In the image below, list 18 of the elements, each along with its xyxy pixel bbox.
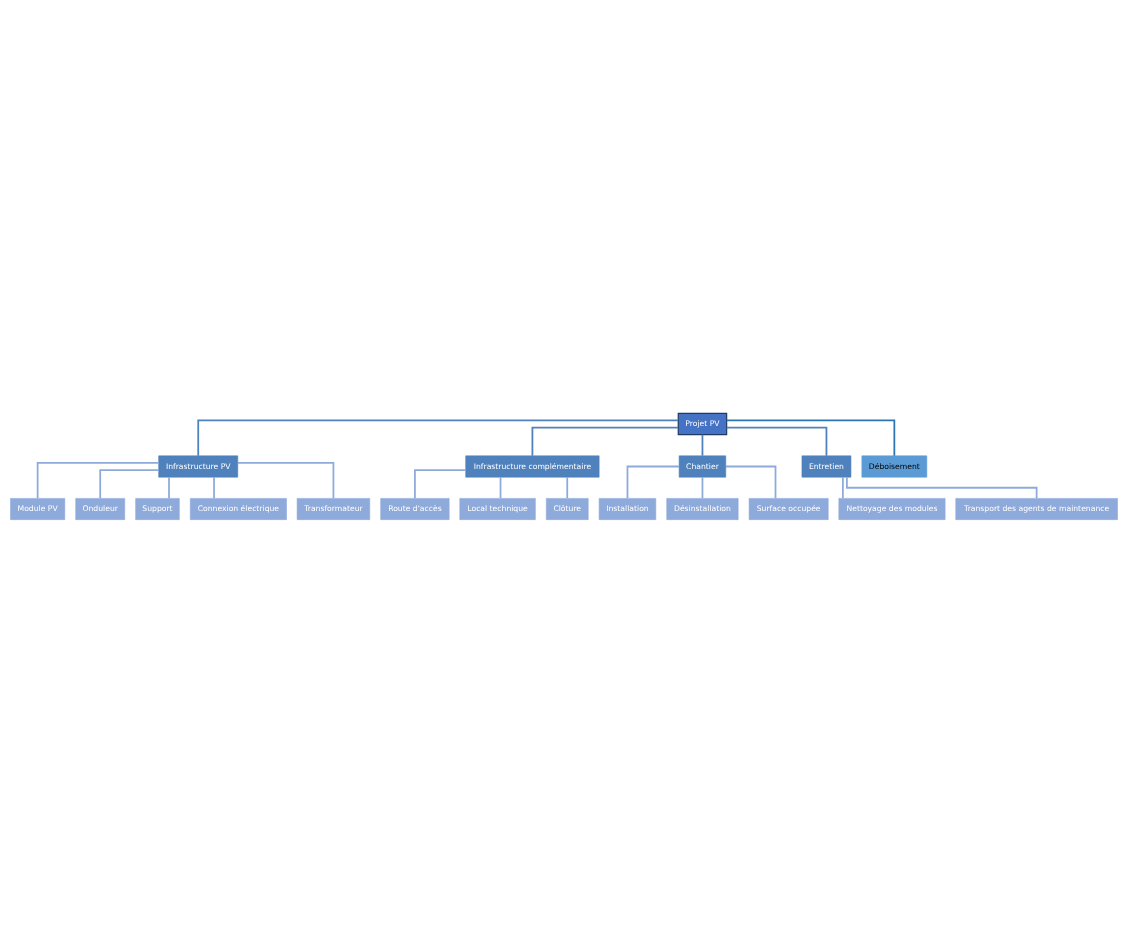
connector (168, 476, 170, 500)
connector (626, 465, 680, 500)
connector (725, 426, 828, 457)
connector (197, 419, 680, 457)
connector (725, 465, 777, 500)
connector (414, 469, 467, 500)
connector (846, 476, 1038, 500)
connector (701, 433, 704, 457)
connector (99, 469, 160, 500)
connector (725, 419, 896, 457)
connector (213, 476, 215, 500)
connector (36, 462, 160, 500)
connector (701, 476, 704, 500)
connector (237, 462, 335, 500)
connector (499, 476, 502, 500)
connector (531, 426, 679, 457)
connector (566, 476, 569, 500)
connector (842, 476, 844, 500)
